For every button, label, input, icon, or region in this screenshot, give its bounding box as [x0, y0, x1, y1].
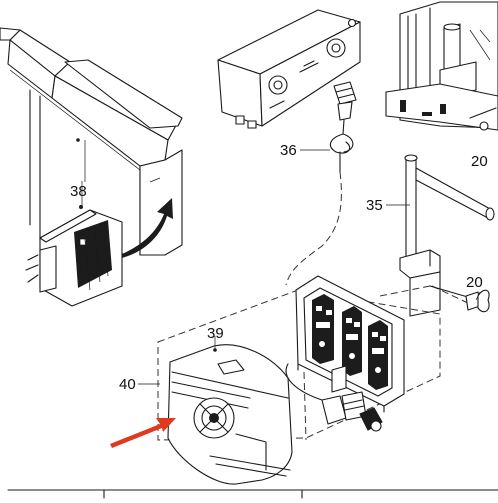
callout-36: 36 [280, 142, 297, 159]
callout-38: 38 [70, 183, 87, 200]
electronic-box-38 [25, 205, 123, 307]
display-panel [295, 275, 405, 413]
lower-connector [285, 363, 383, 432]
callout-35: 35 [366, 197, 383, 214]
control-head [217, 9, 361, 129]
bolt-20 [429, 285, 490, 313]
red-arrow [110, 418, 176, 448]
bottom-border [7, 489, 498, 499]
machine-table [0, 27, 183, 256]
callout-39: 39 [207, 325, 224, 342]
leader-lines [81, 149, 481, 385]
curved-arrow [122, 198, 173, 258]
bracket-35 [399, 154, 495, 317]
callout-20-top: 20 [471, 153, 488, 170]
display-cover-40 [167, 342, 293, 485]
cable-36 [285, 81, 357, 286]
callout-20-bolt: 20 [466, 274, 483, 291]
callout-40: 40 [119, 376, 136, 393]
right-frame [385, 1, 498, 131]
